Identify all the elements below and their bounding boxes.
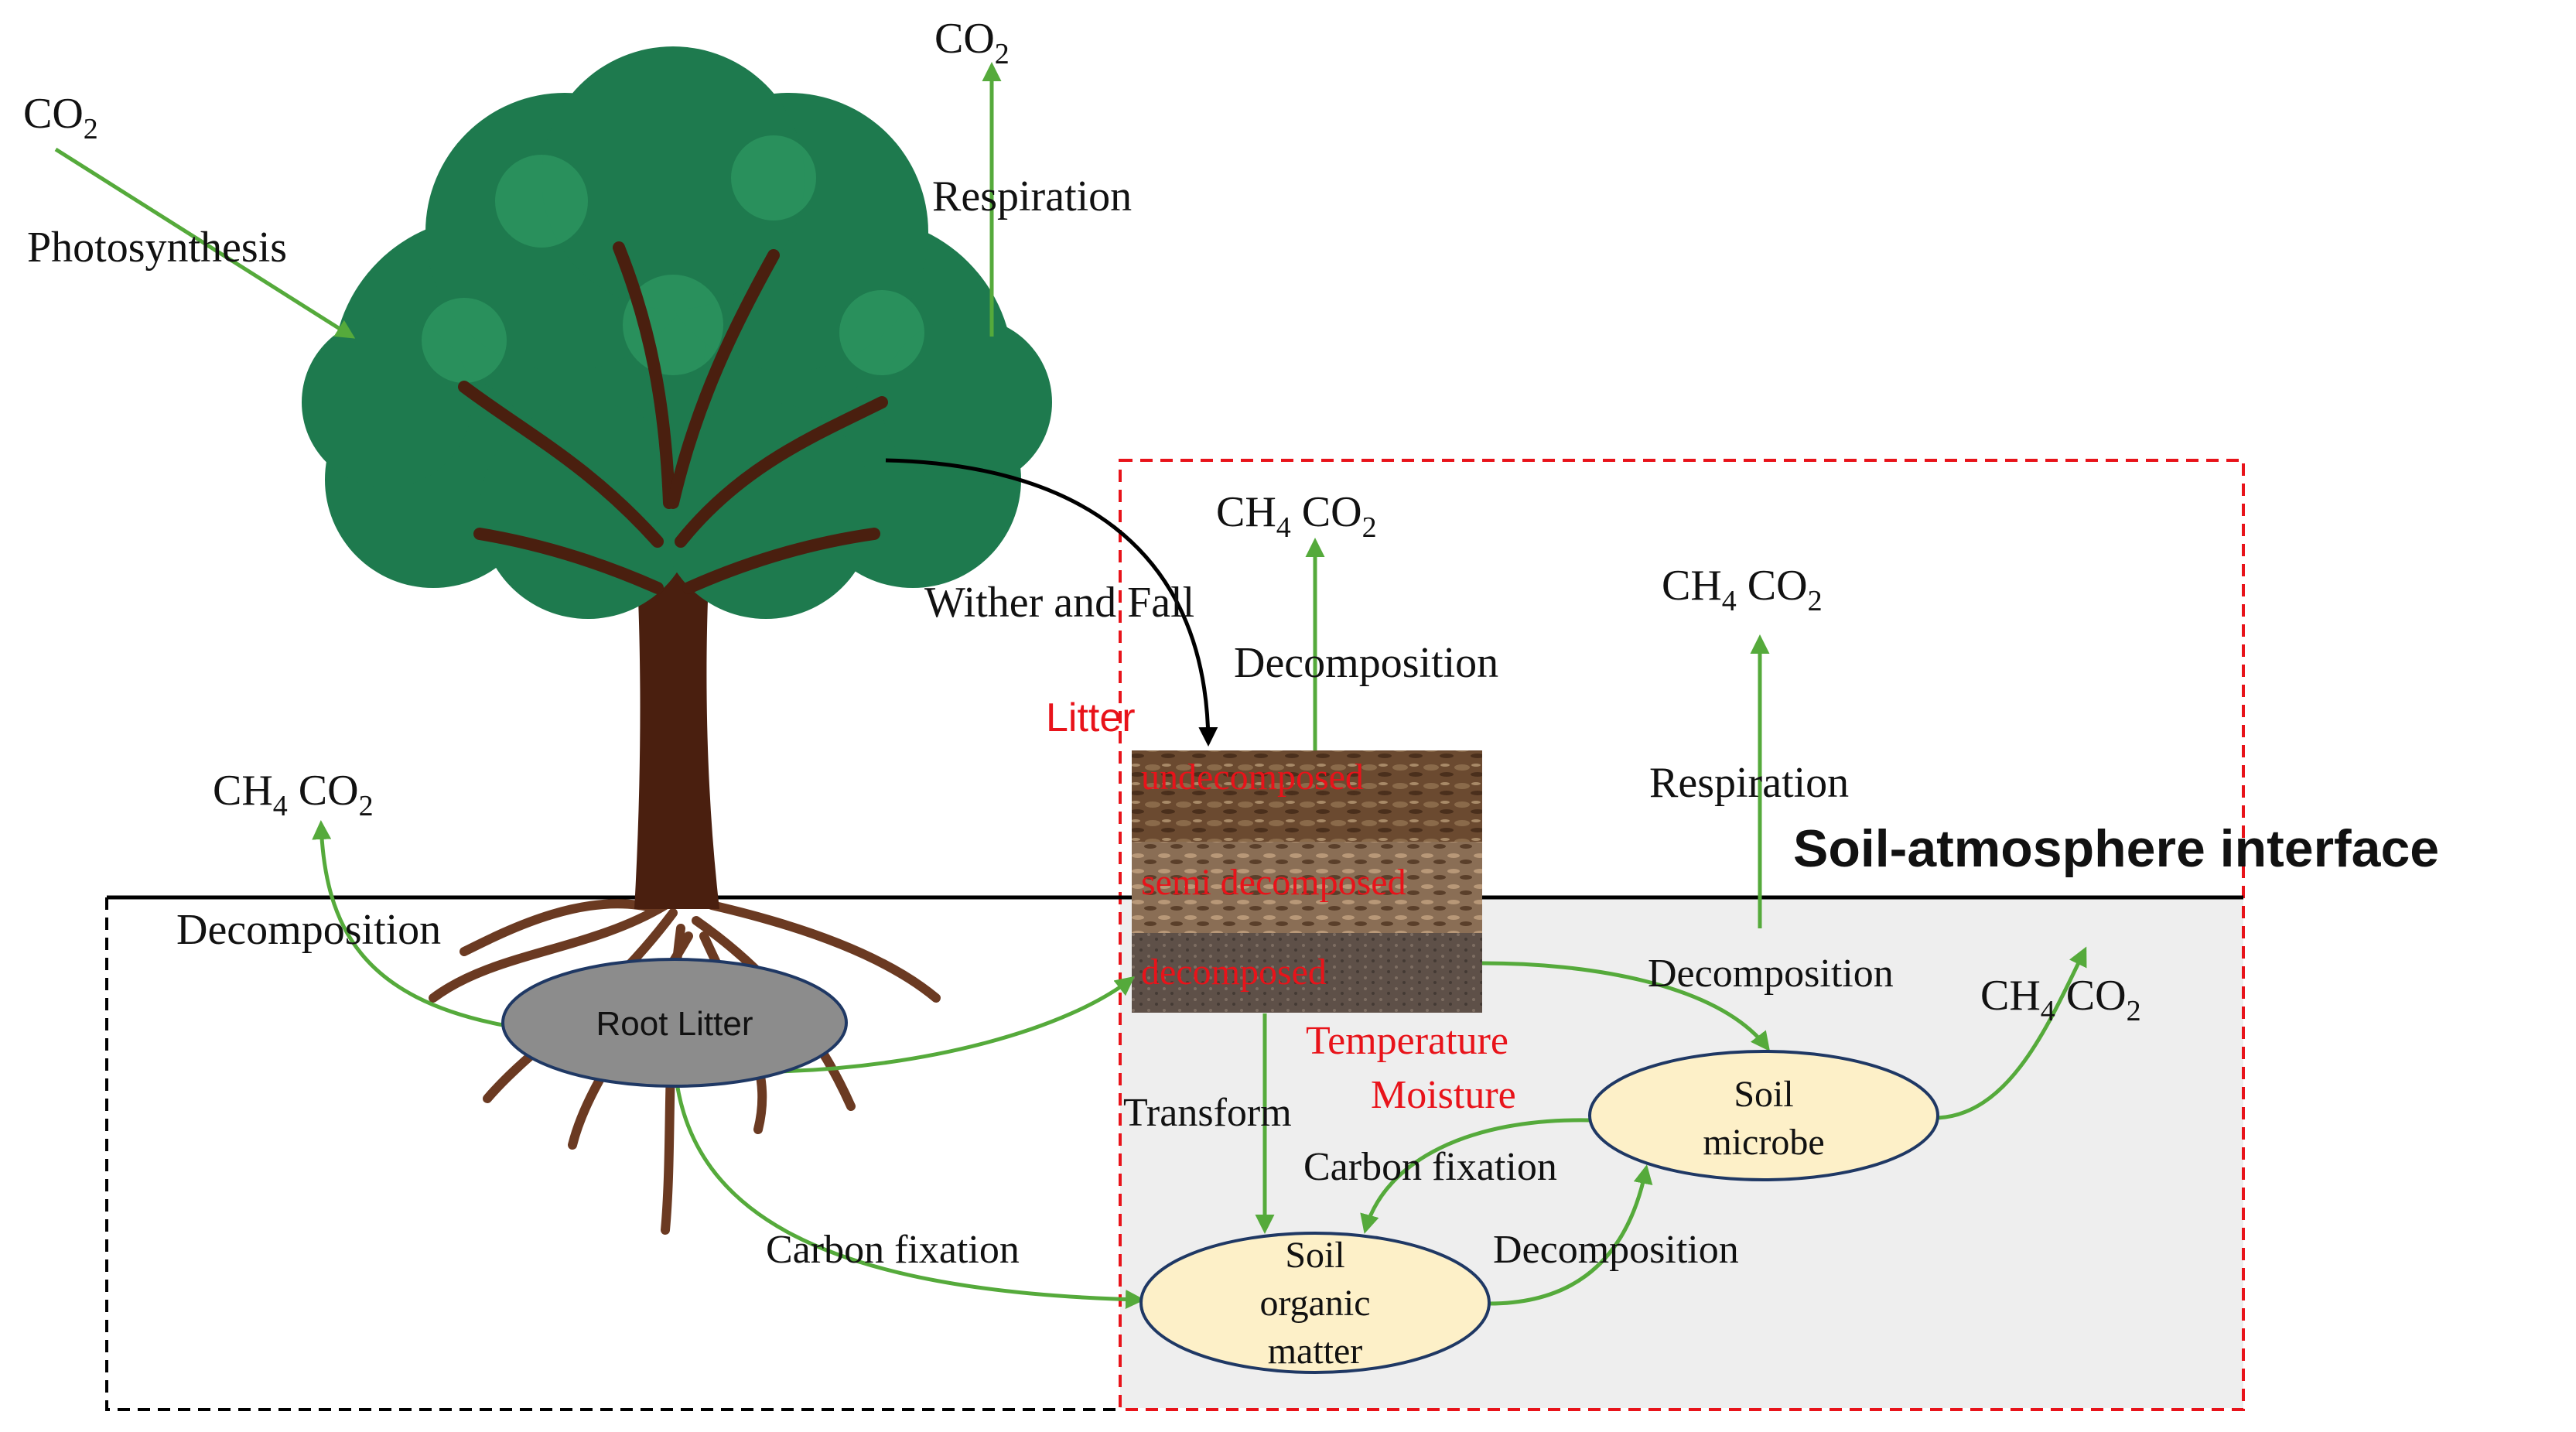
root-carbon-fixation-label: Carbon fixation <box>766 1228 1020 1272</box>
litter-decomposition-label: Decomposition <box>1234 639 1498 687</box>
litter-image <box>1132 750 1482 1013</box>
root-litter-ellipse <box>501 958 848 1088</box>
litter-to-microbe-arrow <box>1481 961 1771 1051</box>
tree-respiration-label: Respiration <box>932 173 1132 220</box>
som-decomposition-arrow <box>1488 1164 1653 1306</box>
interface-label: Soil-atmosphere interface <box>1793 819 2439 878</box>
litter-title: Litter <box>1046 695 1136 740</box>
root-carbon-fixation-arrow <box>675 1082 1145 1310</box>
root-to-litter-arrow <box>777 976 1135 1074</box>
microbe-carbon-fixation-arrow <box>1360 1118 1590 1234</box>
co2-top-label: CO2 <box>934 15 1010 70</box>
soil-microbe-label-line1: Soil <box>1734 1074 1793 1115</box>
co2-top-left-label: CO2 <box>23 90 98 145</box>
root-decomposition-arrow <box>312 820 504 1027</box>
temperature-label: Temperature <box>1306 1019 1508 1063</box>
transform-label: Transform <box>1123 1091 1292 1135</box>
wither-fall-arrow <box>885 458 1218 747</box>
soil-respiration-label: Respiration <box>1649 759 1849 807</box>
left-dashed-box <box>105 897 1120 1411</box>
som-label-line1: Soil <box>1285 1235 1344 1276</box>
litter-undecomposed-label: undecomposed <box>1141 757 1364 798</box>
som-decomposition-label: Decomposition <box>1493 1228 1739 1272</box>
microbe-gas-arrow <box>1937 946 2087 1120</box>
red-dashed-box <box>1119 459 2245 1411</box>
som-label-line2: organic <box>1259 1283 1370 1324</box>
soil-microbe-label-line2: microbe <box>1703 1122 1824 1163</box>
litter-decomposed-label: decomposed <box>1141 952 1327 993</box>
tree-illustration <box>302 46 1052 1235</box>
photosynthesis-arrow <box>54 147 356 339</box>
moisture-label: Moisture <box>1371 1073 1516 1117</box>
litter-semi-label: semi decomposed <box>1141 862 1406 903</box>
soil-microbe-ellipse <box>1588 1050 1939 1181</box>
microbe-decomposition-label: Decomposition <box>1648 952 1894 996</box>
photosynthesis-label: Photosynthesis <box>27 224 287 272</box>
root-litter-label: Root Litter <box>596 1005 753 1043</box>
soil-organic-matter-ellipse <box>1139 1232 1491 1374</box>
som-label-line3: matter <box>1268 1331 1363 1372</box>
wither-fall-label: Wither and Fall <box>924 579 1194 627</box>
root-decomposition-label: Decomposition <box>176 906 441 954</box>
microbe-carbon-fixation-label: Carbon fixation <box>1303 1145 1557 1189</box>
